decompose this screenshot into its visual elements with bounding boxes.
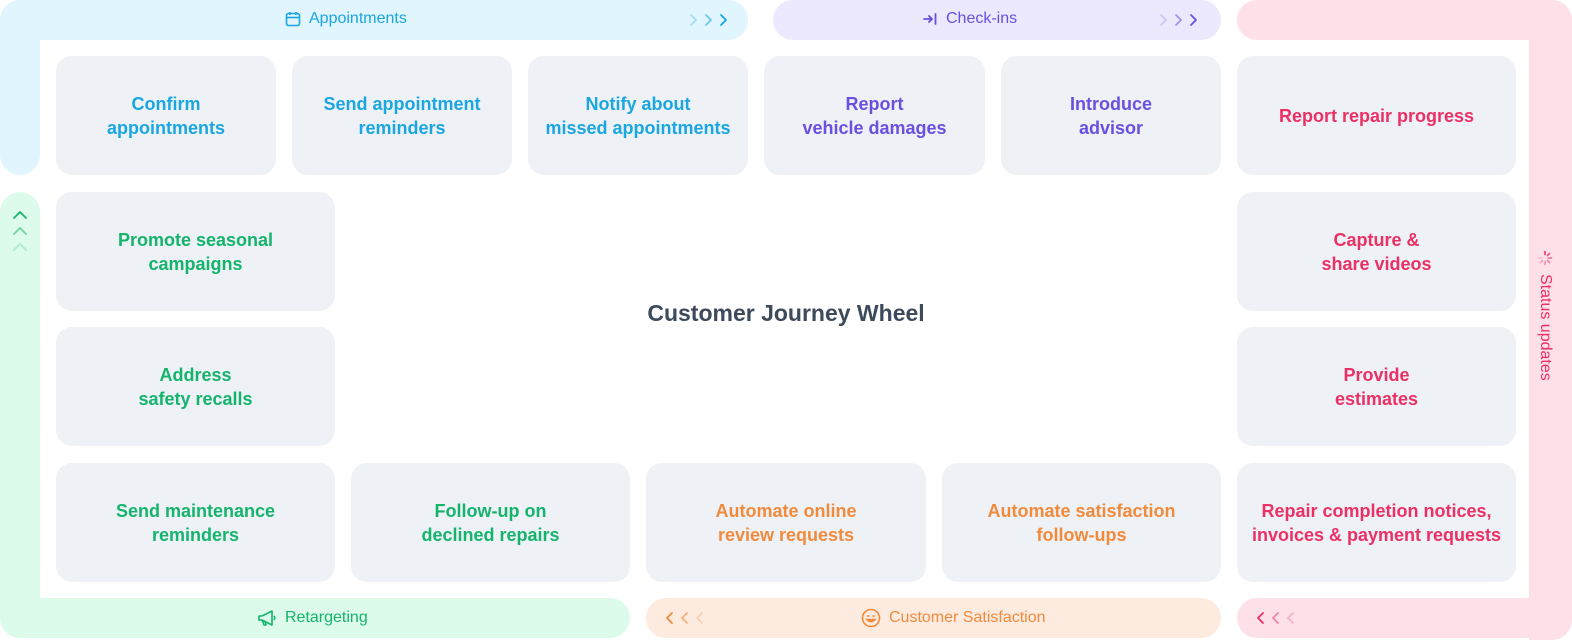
smiley-icon <box>861 608 881 628</box>
card-send-appointment-reminders: Send appointment reminders <box>292 56 512 175</box>
appointments-direction-arrows <box>688 12 732 28</box>
appointments-label: Appointments <box>309 10 407 27</box>
satisfaction-band <box>646 598 1221 638</box>
card-confirm-appointments: Confirm appointments <box>56 56 276 175</box>
retargeting-band-label: Retargeting <box>257 608 368 628</box>
card-capture-share-videos: Capture & share videos <box>1237 192 1516 311</box>
checkins-band-label: Check-ins <box>922 10 1017 28</box>
appointments-band-label: Appointments <box>285 10 407 28</box>
megaphone-icon <box>257 608 277 628</box>
status-direction-arrows <box>1255 610 1299 626</box>
card-missed-appointments: Notify about missed appointments <box>528 56 748 175</box>
checkins-direction-arrows <box>1158 12 1202 28</box>
diagram-title: Customer Journey Wheel <box>647 300 925 326</box>
card-introduce-advisor: Introduce advisor <box>1001 56 1221 175</box>
retargeting-direction-arrows <box>12 208 28 254</box>
status-band-label: Status updates <box>1536 250 1554 381</box>
status-band-side <box>1529 0 1572 640</box>
checkins-band <box>773 0 1221 40</box>
card-promote-seasonal-campaigns: Promote seasonal campaigns <box>56 192 335 311</box>
calendar-icon <box>285 11 301 27</box>
satisfaction-band-label: Customer Satisfaction <box>861 608 1046 628</box>
retargeting-band-bottom <box>0 598 630 638</box>
card-send-maintenance-reminders: Send maintenance reminders <box>56 463 335 582</box>
card-address-safety-recalls: Address safety recalls <box>56 327 335 446</box>
retargeting-band-side <box>0 192 40 638</box>
status-band-bottom <box>1237 598 1572 638</box>
card-follow-up-declined-repairs: Follow-up on declined repairs <box>351 463 630 582</box>
loading-spinner-icon <box>1537 250 1553 266</box>
login-arrow-icon <box>922 11 938 27</box>
card-repair-completion-notices: Repair completion notices, invoices & pa… <box>1237 463 1516 582</box>
satisfaction-direction-arrows <box>664 610 708 626</box>
retargeting-label: Retargeting <box>285 609 368 626</box>
checkins-label: Check-ins <box>946 10 1018 27</box>
card-report-vehicle-damages: Report vehicle damages <box>764 56 985 175</box>
appointments-band <box>0 0 748 40</box>
status-label: Status updates <box>1537 274 1554 381</box>
card-report-repair-progress: Report repair progress <box>1237 56 1516 175</box>
status-band-top <box>1237 0 1572 40</box>
appointments-band-side <box>0 0 40 175</box>
card-automate-review-requests: Automate online review requests <box>646 463 926 582</box>
satisfaction-label: Customer Satisfaction <box>889 609 1046 626</box>
card-automate-satisfaction-followups: Automate satisfaction follow-ups <box>942 463 1221 582</box>
card-provide-estimates: Provide estimates <box>1237 327 1516 446</box>
